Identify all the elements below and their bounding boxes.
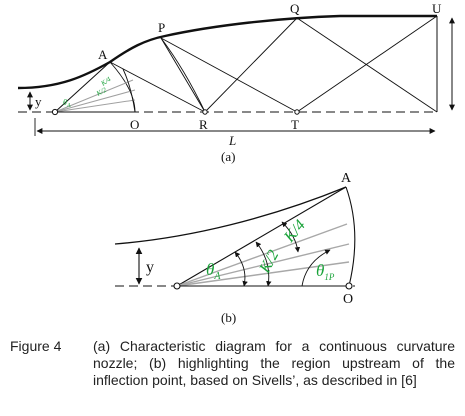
point-P-label: P <box>158 20 165 35</box>
point-A-label: A <box>98 47 108 62</box>
k2-arc-b <box>255 241 272 287</box>
theta-a-label-a: θA <box>63 98 71 109</box>
point-O-label: O <box>130 117 139 132</box>
expansion-fan-a <box>51 61 136 116</box>
diagram-b: A O θA θ1P K/2 K/4 y (b) <box>114 171 356 325</box>
point-Q-label: Q <box>290 1 300 16</box>
point-U-label: U <box>432 1 442 16</box>
k4-label-b: K/4 <box>280 217 309 246</box>
diagram-a: θA K/2 K/4 A P Q U O R T y L (a) <box>17 1 455 164</box>
point-R-label: R <box>199 117 208 132</box>
k4-label-a: K/4 <box>99 75 113 88</box>
point-O-label-b: O <box>343 292 353 307</box>
wall-contour-a <box>17 14 437 90</box>
panel-a-label: (a) <box>221 149 235 164</box>
theta-a-label-b: θA <box>206 260 221 282</box>
y-label-a: y <box>35 94 42 109</box>
theta-1p-label-b: θ1P <box>316 261 335 282</box>
figure-4-diagram: θA K/2 K/4 A P Q U O R T y L (a) <box>17 1 455 325</box>
y-label-b: y <box>146 259 154 276</box>
theta-a-arc-b <box>234 251 248 287</box>
panel-b-label: (b) <box>221 310 236 325</box>
characteristic-lines-a <box>109 15 438 113</box>
L-label-a: L <box>228 133 236 148</box>
figure-caption: (a) Characteristic diagram for a continu… <box>93 338 455 388</box>
point-A-label-b: A <box>341 171 352 186</box>
k4-arc-b <box>281 221 301 253</box>
k2-label-a: K/2 <box>94 86 108 99</box>
figure-number: Figure 4 <box>10 338 62 354</box>
point-T-label: T <box>291 117 299 132</box>
theta-1p-arc-b <box>301 249 331 287</box>
wall-contour-b <box>114 186 347 245</box>
